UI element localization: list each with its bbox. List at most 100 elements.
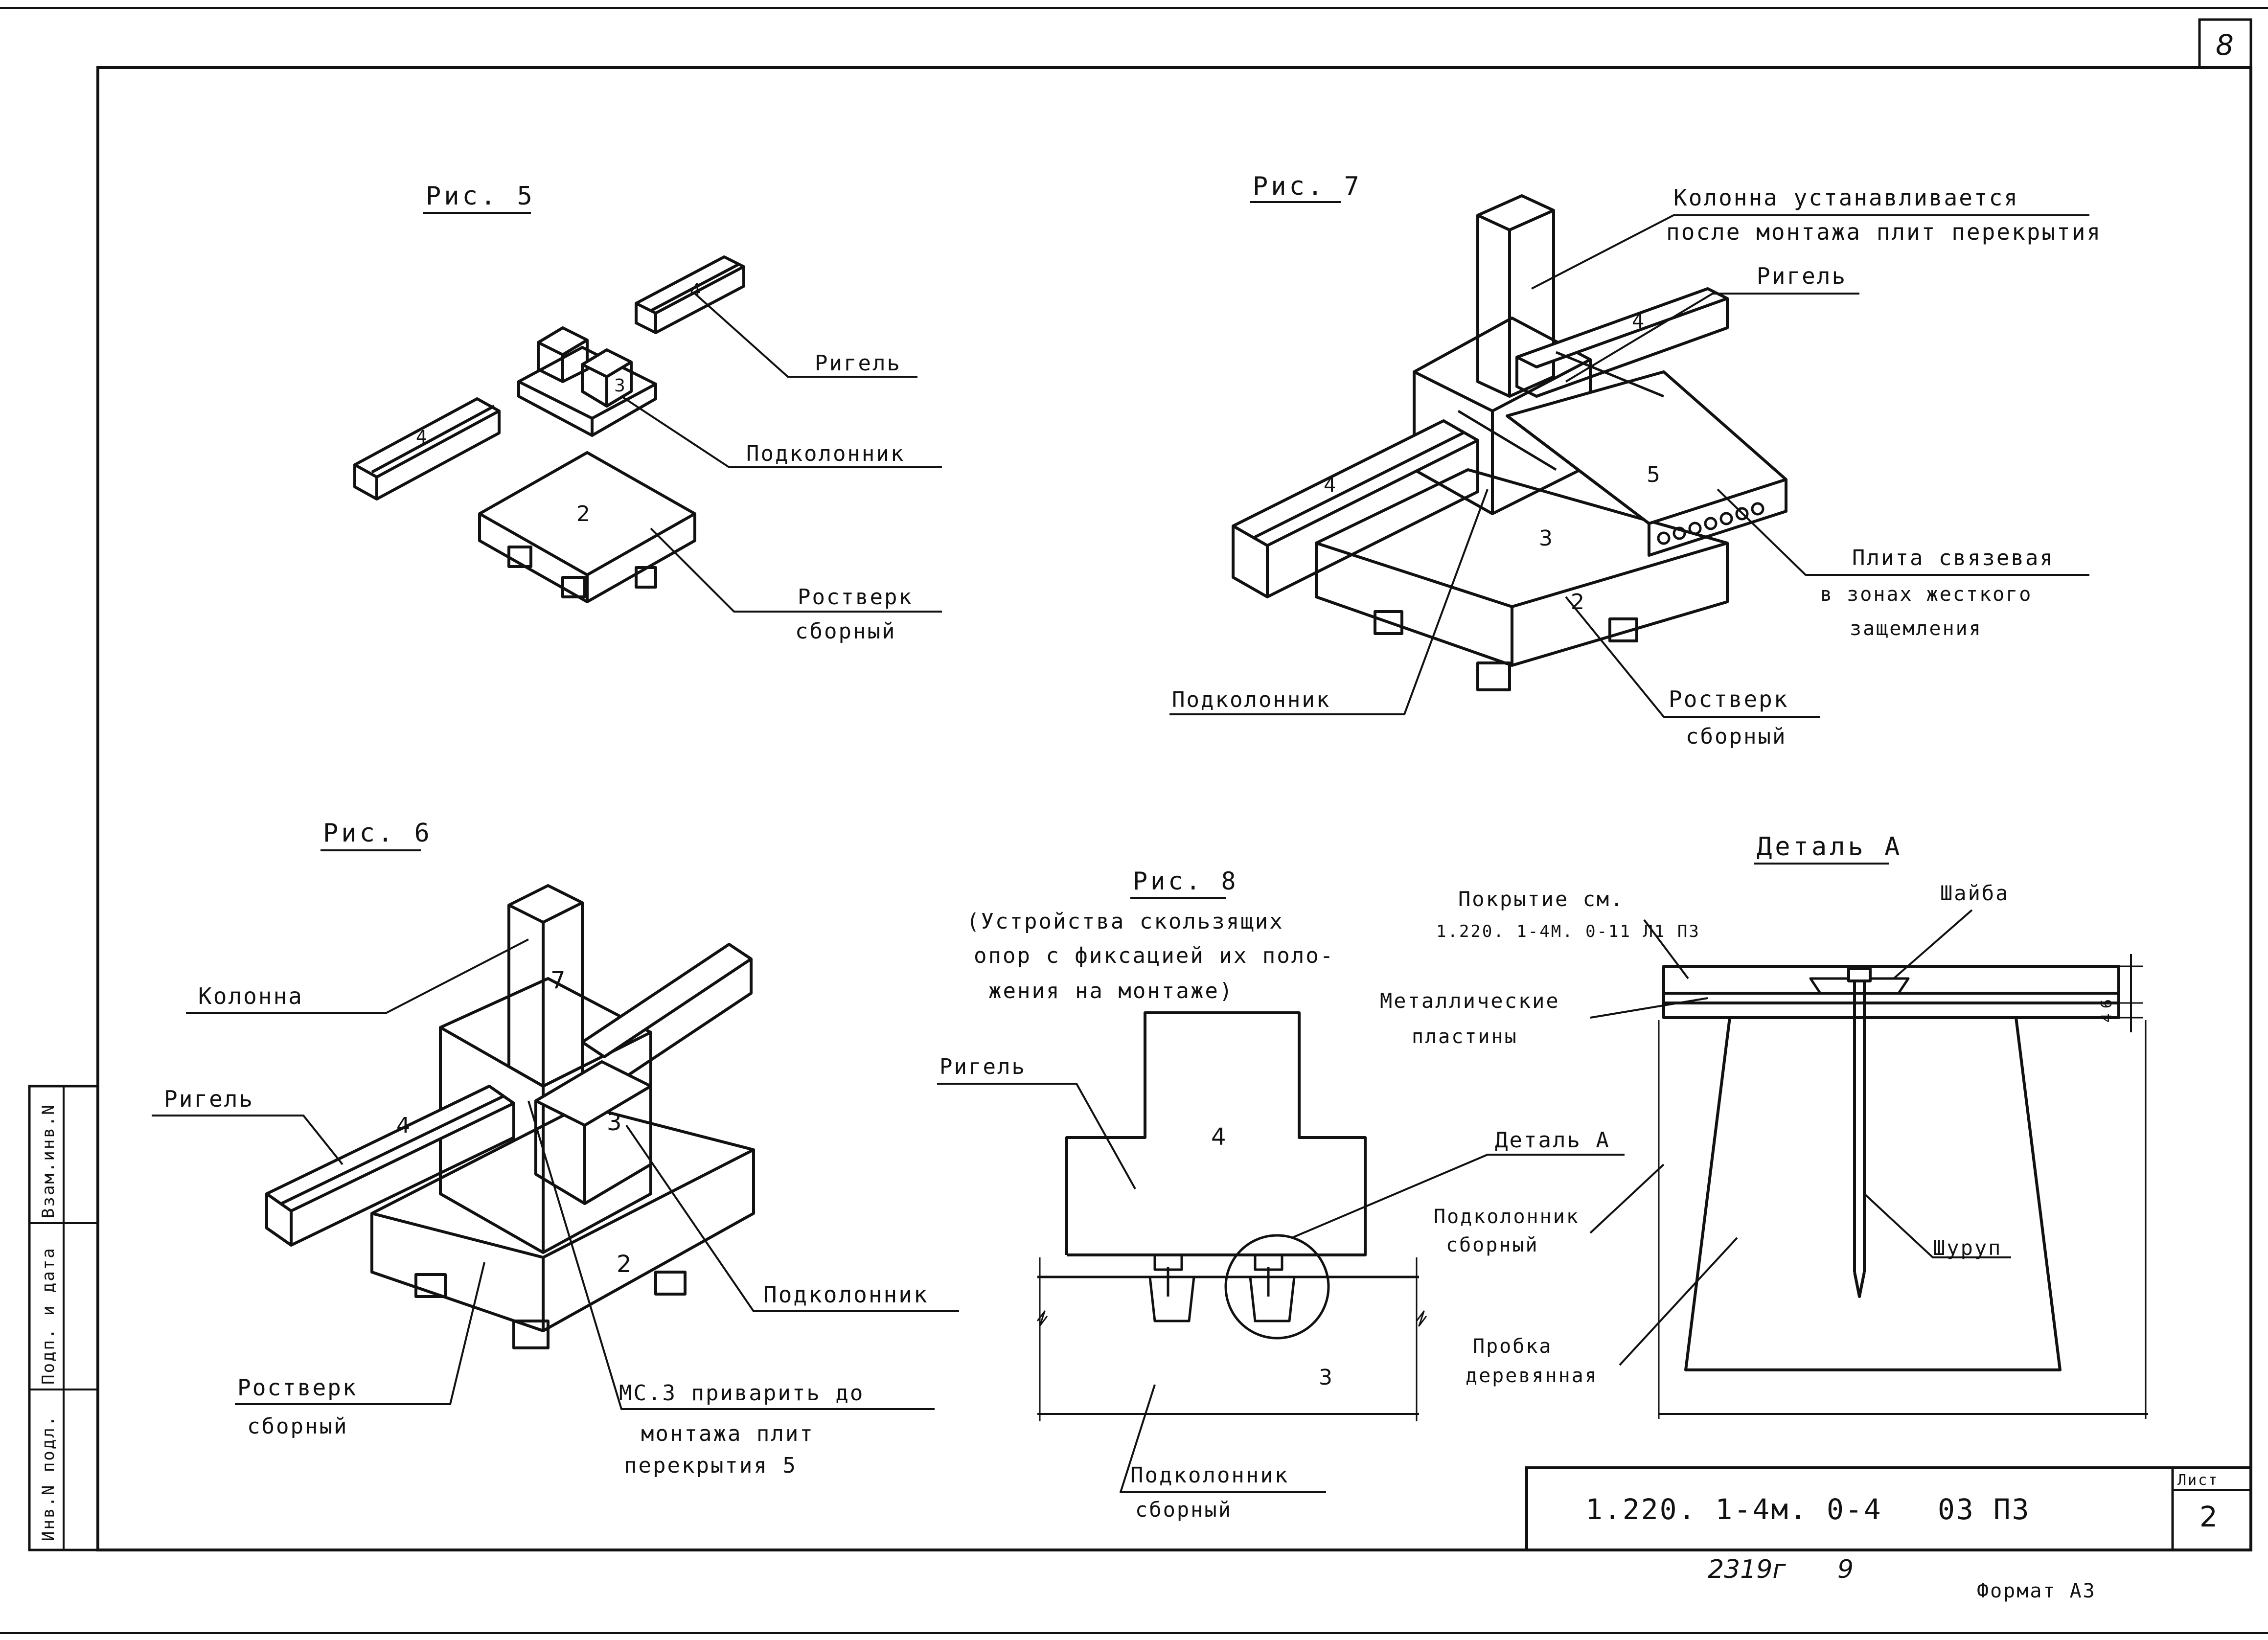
fig6-grillage [370,1104,755,1349]
fig7-label-rigel: Ригель [1757,263,1847,289]
detail-label-pokrytie-2: 1.220. 1-4М. 0-11 Л1 ПЗ [1436,922,1700,941]
fig5-label-podkolonnik: Подколонник [746,441,905,466]
detail-label-plates-2: пластины [1412,1025,1518,1048]
detail-label-plates-1: Металлические [1380,989,1560,1013]
fig7-mark-podk: 3 [1539,526,1553,551]
detail-label-podk-1: Подколонник [1434,1206,1580,1228]
fig6-leader-podkolonnik [625,1124,959,1312]
fig7-column [1476,194,1555,398]
inventory-number: 2319г [1708,1555,1786,1584]
fig7-leader-rigel [1565,293,1859,383]
fig8-support-left [1148,1253,1195,1322]
fig8-leader-detail [1291,1154,1625,1239]
format-label: Формат А3 [1977,1580,2096,1602]
fig5-title: Рис. 5 [426,182,535,211]
detail-dimension: 4 6 [2098,999,2115,1023]
fig6-label-kolonna: Колонна [198,983,303,1009]
fig5-mark-grill: 2 [576,501,590,526]
fig8-label-rigel: Ригель [939,1054,1026,1079]
fig7-label-plita-1: Плита связевая [1852,546,2054,570]
fig6-label-rostverk-1: Ростверк [237,1374,358,1401]
fig7-label-rostverk-1: Ростверк [1669,686,1789,712]
figure-7 [1169,194,2089,718]
detail-plate-2 [1662,1002,2120,1019]
fig5-mark-beam-a: 4 [690,280,701,300]
fig8-title: Рис. 8 [1133,867,1239,895]
fig7-title: Рис. 7 [1253,172,1362,201]
fig5-podkolonnik [517,326,657,437]
detail-title: Деталь А [1757,832,1902,862]
fig5-grillage [478,451,696,603]
detail-label-shurup: Шуруп [1933,1236,2002,1260]
fig6-mark-col: 7 [550,967,566,994]
fig7-label-plita-3: защемления [1850,617,1982,640]
detail-label-podk-2: сборный [1446,1234,1539,1256]
figure-8 [937,897,1625,1493]
fig7-grillage [1315,468,1729,691]
fig7-beam-far [1515,287,1729,398]
fig5-label-rostverk-1: Ростверк [798,585,913,610]
fig6-column [507,884,584,1088]
fig6-beam-near [265,1085,515,1247]
fig5-label-rostverk-2: сборный [795,619,896,644]
section-code: 03 ПЗ [1938,1493,2031,1526]
fig7-label-kolonna-2: после монтажа плит перекрытия [1666,219,2102,245]
stamp-inv-podl: Инв.N подл. [39,1415,58,1541]
fig6-note-2: монтажа плит [641,1421,814,1446]
detail-washer [1809,977,1910,995]
detail-leader-pokrytie [1643,919,1689,979]
fig6-note-1: МС.3 приварить до [619,1381,864,1406]
fig6-mark-grill: 2 [617,1251,632,1278]
fig7-leader-kolonna [1531,214,2089,290]
fig8-caption-1: (Устройства скользящих [966,909,1284,934]
stamp-vzam-inv: Взам.инв.N [39,1103,58,1218]
sheet-number: 2 [2199,1500,2218,1533]
detail-label-shayba: Шайба [1940,881,2009,905]
fig8-beam-outline [1065,1011,1367,1256]
fig8-mark-podk: 3 [1319,1365,1332,1390]
fig6-leader-rigel [152,1115,344,1165]
fig6-note-3: перекрытия 5 [624,1453,797,1478]
fig7-leader-podkolonnik [1169,489,1489,715]
fig6-title: Рис. 6 [323,819,433,848]
fig6-leader-note [527,1100,935,1410]
fig7-label-kolonna-1: Колонна устанавливается [1673,184,2019,211]
fig5-leader-rigel [694,293,917,378]
designation: 1.220. 1-4м. 0-4 [1585,1493,1882,1526]
fig5-mark-podk: 3 [614,376,625,396]
fig7-mark-beam-b: 4 [1324,474,1336,497]
side-stamp [28,1085,99,1551]
detail-screw [1847,967,1872,1298]
figure-6 [152,849,959,1410]
fig6-label-rostverk-2: сборный [247,1414,348,1439]
sheet-label: Лист [2177,1472,2219,1489]
fig7-slab-voids [1657,502,1764,545]
fig6-leader-rostverk [235,1262,485,1405]
fig7-mark-slab: 5 [1647,462,1660,487]
fig5-label-rigel: Ригель [815,351,901,376]
detail-leader-shayba [1893,909,1973,979]
detail-label-probka-2: деревянная [1466,1365,1598,1387]
fig6-leader-kolonna [186,938,529,1014]
fig8-label-podk-1: Подколонник [1130,1463,1289,1488]
fig8-support-right [1249,1253,1296,1322]
fig8-leader-podk [1120,1384,1326,1493]
figure-5 [353,212,942,613]
page-number-box [2198,18,2252,69]
sheet-frame [96,66,2252,1551]
fig6-label-podkolonnik: Подколонник [763,1281,929,1308]
fig6-podkolonnik-block [534,1060,652,1205]
detail-a [1589,863,2148,1419]
copy-number: 9 [1837,1555,1854,1584]
fig7-beam-near [1232,419,1479,598]
fig6-label-rigel: Ригель [164,1086,254,1112]
fig7-label-podkolonnik: Подколонник [1172,687,1330,712]
detail-leader-podk [1589,1163,1665,1234]
stamp-podp-data: Подп. и дата [39,1247,58,1385]
detail-leader-shurup [1863,1193,2011,1258]
detail-leader-probka [1619,1237,1738,1366]
detail-leader-plates [1590,997,1708,1019]
fig5-leader-podkolonnik [620,395,942,468]
fig8-label-podk-2: сборный [1135,1498,1232,1522]
